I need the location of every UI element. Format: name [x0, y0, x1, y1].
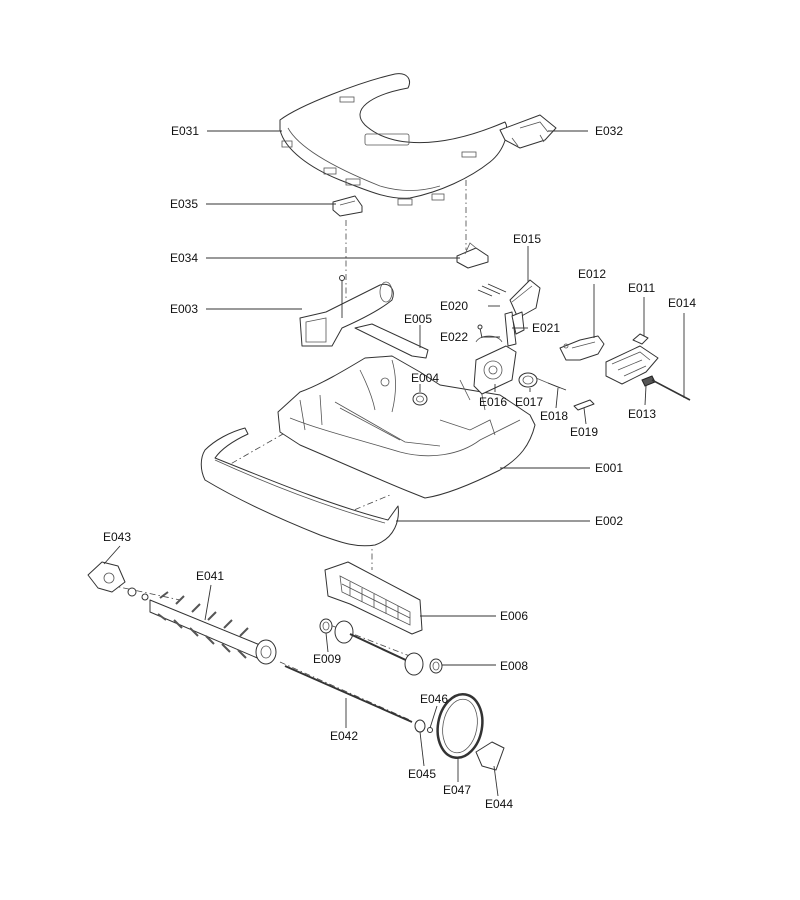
label-e014: E014: [668, 296, 696, 310]
label-e044: E044: [485, 797, 513, 811]
part-e043-end-cap: [87, 561, 149, 601]
part-e041-brush-roll: [149, 591, 277, 665]
label-e015: E015: [513, 232, 541, 246]
part-e031-top-cover: [279, 73, 508, 206]
part-e008-roller: [334, 620, 443, 676]
label-e020: E020: [440, 299, 468, 313]
label-e002: E002: [595, 514, 623, 528]
label-e016: E016: [479, 395, 507, 409]
part-e035-latch: [332, 195, 363, 217]
label-e045: E045: [408, 767, 436, 781]
label-e001: E001: [595, 461, 623, 475]
leader-lines: [103, 130, 685, 797]
label-e006: E006: [500, 609, 528, 623]
label-e019: E019: [570, 425, 598, 439]
label-e004: E004: [411, 371, 439, 385]
part-e006-filter: [324, 561, 423, 635]
label-e046: E046: [420, 692, 448, 706]
label-e013: E013: [628, 407, 656, 421]
label-e009: E009: [313, 652, 341, 666]
label-e041: E041: [196, 569, 224, 583]
part-e005-bar: [354, 323, 429, 359]
label-e018: E018: [540, 409, 568, 423]
label-e043: E043: [103, 530, 131, 544]
label-e032: E032: [595, 124, 623, 138]
callout-labels: E031 E032 E035 E034 E015 E012 E011 E014 …: [103, 124, 696, 811]
part-e042-shaft: [284, 665, 413, 723]
label-e011: E011: [628, 281, 655, 295]
part-e021-lever: [504, 311, 525, 347]
part-e044-cover: [475, 741, 505, 771]
label-e031: E031: [171, 124, 199, 138]
label-e017: E017: [515, 395, 543, 409]
part-e004-knob: [412, 392, 428, 406]
label-e022: E022: [440, 330, 468, 344]
part-e009-washer: [319, 618, 333, 634]
part-e002-bumper: [200, 427, 399, 547]
part-e019-tab: [573, 399, 595, 411]
part-e034-latch: [456, 242, 489, 269]
part-e012-arm: [559, 335, 605, 361]
label-e005: E005: [404, 312, 432, 326]
part-e047-belt: [436, 693, 484, 759]
label-e008: E008: [500, 659, 528, 673]
label-e021: E021: [532, 321, 560, 335]
part-e016-plate: [473, 345, 517, 395]
part-e022-clip: [475, 324, 503, 343]
part-e015-bracket: [509, 279, 541, 319]
label-e047: E047: [443, 783, 471, 797]
label-e003: E003: [170, 302, 198, 316]
part-e045-bearing: [414, 719, 433, 733]
part-e001-base: [277, 355, 536, 499]
label-e034: E034: [170, 251, 198, 265]
part-e003-duct: [299, 275, 394, 347]
label-e012: E012: [578, 267, 606, 281]
label-e035: E035: [170, 197, 198, 211]
part-e011-pedal: [605, 333, 659, 385]
part-e018-pin: [547, 382, 567, 391]
label-e042: E042: [330, 729, 358, 743]
part-e020-screws: [477, 283, 507, 297]
part-e032-rear-cap: [499, 114, 557, 149]
